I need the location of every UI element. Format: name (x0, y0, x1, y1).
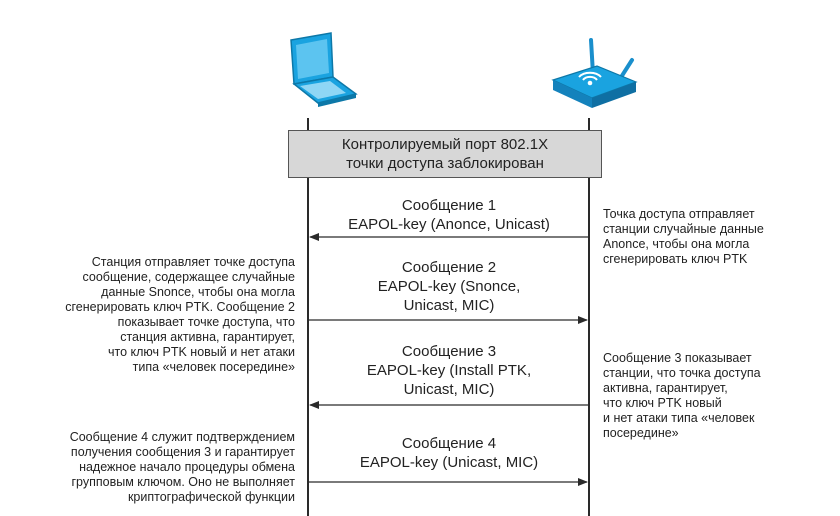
note-message-4-line-1: Сообщение 4 служит подтверждением (69, 430, 295, 444)
banner-line-2: точки доступа заблокирован (346, 155, 544, 172)
message-2-label: Сообщение 2 EAPOL-key (Snonce, Unicast, … (314, 258, 584, 315)
note-anonce: Точка доступа отправляет станции случайн… (603, 207, 764, 267)
message-2-content-1: EAPOL-key (Snonce, (377, 278, 521, 295)
note-snonce-line-5: показывает точке доступа, что (117, 315, 295, 329)
note-message-3-line-5: и нет атаки типа «человек (603, 411, 755, 425)
port-blocked-banner: Контролируемый порт 802.1X точки доступа… (288, 130, 602, 178)
note-message-3-line-1: Сообщение 3 показывает (603, 351, 752, 365)
message-3-label: Сообщение 3 EAPOL-key (Install PTK, Unic… (314, 342, 584, 399)
note-message-3-line-6: посередине» (603, 426, 679, 440)
access-point-lifeline (588, 118, 590, 516)
message-3-content-1: EAPOL-key (Install PTK, (366, 362, 532, 379)
note-message-3-line-3: активна, гарантирует, (603, 381, 728, 395)
note-anonce-line-4: сгенерировать ключ PTK (603, 252, 748, 266)
note-message-4-line-5: криптографической функции (127, 490, 295, 504)
note-message-4: Сообщение 4 служит подтверждением получе… (70, 430, 295, 505)
message-1-content: EAPOL-key (Anonce, Unicast) (348, 216, 550, 233)
message-2-content-2: Unicast, MIC) (403, 297, 495, 314)
note-snonce-line-3: данные Snonce, чтобы она могла (101, 285, 295, 299)
note-anonce-line-2: станции случайные данные (603, 222, 764, 236)
message-4-content: EAPOL-key (Unicast, MIC) (359, 454, 539, 471)
banner-line-1: Контролируемый порт 802.1X (341, 136, 549, 153)
note-snonce-line-8: типа «человек посередине» (132, 360, 295, 374)
note-message-4-line-3: надежное начало процедуры обмена (79, 460, 295, 474)
note-message-4-line-4: групповым ключом. Оно не выполняет (71, 475, 296, 489)
message-4-title: Сообщение 4 (401, 435, 497, 452)
note-snonce: Станция отправляет точке доступа сообщен… (65, 255, 295, 375)
note-anonce-line-1: Точка доступа отправляет (603, 207, 755, 221)
message-4-label: Сообщение 4 EAPOL-key (Unicast, MIC) (314, 434, 584, 472)
note-message-3-line-2: станции, что точка доступа (603, 366, 761, 380)
message-1-title: Сообщение 1 (401, 197, 497, 214)
note-snonce-line-7: что ключ PTK новый и нет атаки (108, 345, 295, 359)
note-snonce-line-4: сгенерировать ключ PTK. Сообщение 2 (65, 300, 295, 314)
note-snonce-line-6: станция активна, гарантирует, (120, 330, 295, 344)
note-snonce-line-1: Станция отправляет точке доступа (91, 255, 295, 269)
note-message-4-line-2: получения сообщения 3 и гарантирует (70, 445, 295, 459)
note-anonce-line-3: Anonce, чтобы она могла (603, 237, 750, 251)
note-message-3: Сообщение 3 показывает станции, что точк… (603, 351, 761, 441)
message-2-title: Сообщение 2 (401, 259, 497, 276)
station-lifeline (307, 118, 309, 516)
message-3-content-2: Unicast, MIC) (403, 381, 495, 398)
message-1-label: Сообщение 1 EAPOL-key (Anonce, Unicast) (314, 196, 584, 234)
note-message-3-line-4: что ключ PTK новый (603, 396, 722, 410)
message-3-title: Сообщение 3 (401, 343, 497, 360)
note-snonce-line-2: сообщение, содержащее случайные (82, 270, 295, 284)
